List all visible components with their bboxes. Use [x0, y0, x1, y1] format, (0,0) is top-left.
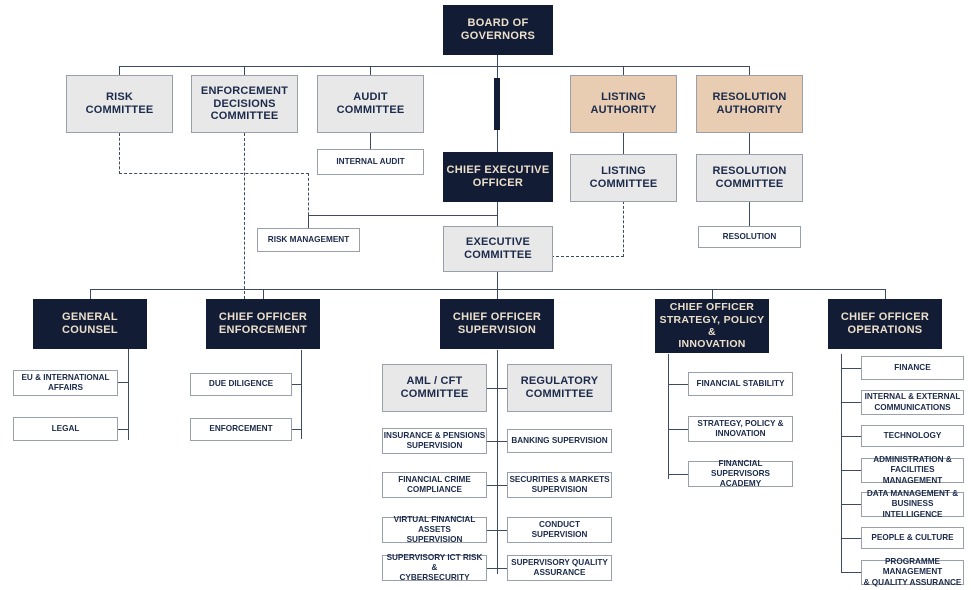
connector-ceo-left-arm — [308, 215, 498, 216]
node-supervisory-ict-risk-cybersecurity[interactable]: SUPERVISORY ICT RISK &CYBERSECURITY — [382, 553, 487, 582]
connector-drop-audit-committee — [370, 66, 371, 75]
connector-main-bus — [90, 289, 885, 290]
spine-general-counsel — [128, 348, 129, 440]
rung-supervision-row4 — [487, 568, 508, 569]
rung-supervision-row2 — [487, 485, 508, 486]
connector-ce-due-diligence — [292, 384, 302, 385]
connector-op-data-management — [841, 504, 861, 505]
connector-ceo-to-exco — [497, 201, 498, 226]
dashed-enforcement-decisions-down — [244, 133, 245, 299]
node-finance[interactable]: FINANCE — [861, 356, 964, 380]
connector-resolution-authority-to-committee — [749, 133, 750, 154]
connector-sp-strategy-policy — [668, 429, 688, 430]
spine-chief-operations — [841, 354, 842, 572]
connector-op-finance — [841, 368, 861, 369]
connector-listing-authority-to-committee — [623, 133, 624, 154]
node-people-culture[interactable]: PEOPLE & CULTURE — [861, 527, 964, 549]
node-general-counsel[interactable]: GENERAL COUNSEL — [33, 299, 147, 349]
spine-chief-strategy — [668, 354, 669, 479]
connector-exco-to-bus — [497, 272, 498, 289]
rung-supervision-row3 — [487, 530, 508, 531]
connector-drop-chief-strategy — [712, 289, 713, 299]
connector-drop-risk-committee — [119, 66, 120, 75]
node-board-of-governors[interactable]: BOARD OF GOVERNORS — [443, 5, 553, 55]
connector-op-programme-management — [841, 572, 861, 573]
spine-chief-supervision — [497, 350, 498, 574]
node-risk-management[interactable]: RISK MANAGEMENT — [257, 228, 360, 252]
connector-op-administration — [841, 470, 861, 471]
connector-op-communications — [841, 402, 861, 403]
connector-top-bus — [119, 66, 750, 67]
rung-supervision-committees — [487, 388, 508, 389]
node-due-diligence[interactable]: DUE DILIGENCE — [190, 373, 292, 396]
node-resolution[interactable]: RESOLUTION — [698, 226, 801, 248]
connector-sp-academy — [668, 474, 688, 475]
spine-chief-enforcement — [301, 350, 302, 439]
dashed-listing-to-exco — [551, 256, 624, 257]
connector-sp-financial-stability — [668, 384, 688, 385]
dashed-risk-committee-across — [119, 173, 309, 174]
connector-thick-stub — [494, 78, 500, 130]
node-financial-stability[interactable]: FINANCIAL STABILITY — [688, 372, 793, 396]
dashed-risk-committee-down — [119, 133, 120, 174]
node-technology[interactable]: TECHNOLOGY — [861, 425, 964, 447]
node-legal[interactable]: LEGAL — [13, 417, 118, 441]
dashed-listing-committee-down — [623, 201, 624, 257]
connector-resolution-committee-to-resolution — [749, 201, 750, 226]
connector-op-technology — [841, 436, 861, 437]
node-programme-management-quality-assurance[interactable]: PROGRAMME MANAGEMENT& QUALITY ASSURANCE — [861, 557, 964, 587]
dashed-risk-to-risk-management — [308, 173, 309, 230]
connector-ce-enforcement — [292, 429, 302, 430]
connector-gc-eu-affairs — [118, 382, 129, 383]
node-strategy-policy-innovation[interactable]: STRATEGY, POLICY &INNOVATION — [688, 416, 793, 442]
connector-drop-chief-enforcement — [263, 289, 264, 299]
connector-drop-general-counsel — [90, 289, 91, 299]
connector-drop-resolution-authority — [749, 66, 750, 75]
node-enforcement[interactable]: ENFORCEMENT — [190, 418, 292, 441]
connector-drop-listing-authority — [623, 66, 624, 75]
connector-gc-legal — [118, 429, 129, 430]
connector-drop-enforcement-decisions — [244, 66, 245, 75]
node-administration-facilities-management[interactable]: ADMINISTRATION &FACILITIES MANAGEMENT — [861, 455, 964, 485]
connector-drop-chief-supervision — [497, 289, 498, 299]
node-internal-audit[interactable]: INTERNAL AUDIT — [317, 149, 424, 175]
node-data-management-business-intelligence[interactable]: DATA MANAGEMENT &BUSINESS INTELLIGENCE — [861, 489, 964, 519]
connector-op-people-culture — [841, 538, 861, 539]
connector-drop-chief-operations — [885, 289, 886, 299]
rung-supervision-row1 — [487, 441, 508, 442]
node-banking-supervision[interactable]: BANKING SUPERVISION — [507, 429, 612, 453]
connector-audit-to-internal-audit — [370, 133, 371, 149]
